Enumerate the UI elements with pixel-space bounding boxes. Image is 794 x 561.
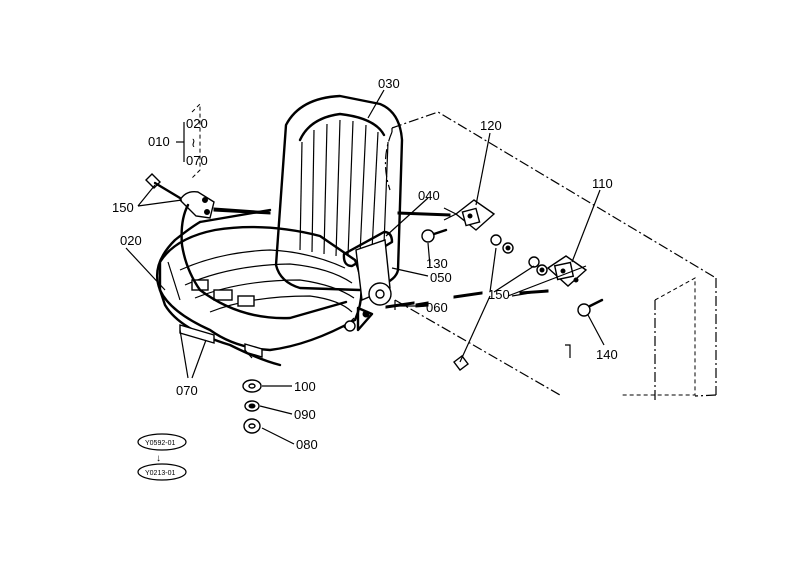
- label-070-group: 070: [186, 153, 208, 168]
- bracket-110: [546, 255, 588, 287]
- seat-belt: [179, 190, 348, 320]
- serial-arrow: ↓: [156, 453, 161, 464]
- label-070: 070: [176, 383, 198, 398]
- bolt-130: [421, 228, 448, 243]
- label-120: 120: [480, 118, 502, 133]
- label-020: 020: [120, 233, 142, 248]
- bolt-150-left: [145, 173, 182, 200]
- label-080: 080: [296, 437, 318, 452]
- serial-from: Y0592-01: [145, 440, 175, 447]
- bolt-140: [577, 298, 604, 317]
- recliner-mechanism: [343, 239, 392, 332]
- armrest: [342, 230, 394, 268]
- label-150-left: 150: [112, 200, 134, 215]
- seat-back: [274, 94, 404, 292]
- label-090: 090: [294, 407, 316, 422]
- serial-to: Y0213-01: [145, 470, 175, 477]
- label-range-symbol: ≀: [191, 135, 196, 150]
- label-060: 060: [426, 300, 448, 315]
- bracket-120: [397, 199, 496, 231]
- label-050: 050: [430, 270, 452, 285]
- serial-applicability: Y0592-01 ↓ Y0213-01: [137, 433, 187, 481]
- group-010-bracket: [176, 102, 201, 179]
- label-130: 130: [426, 256, 448, 271]
- label-040: 040: [418, 188, 440, 203]
- label-150-center: 150: [488, 287, 510, 302]
- label-020-group: 020: [186, 116, 208, 131]
- label-110: 110: [592, 176, 613, 191]
- label-010: 010: [148, 134, 170, 149]
- serial-from-oval: [137, 433, 187, 451]
- label-140: 140: [596, 347, 618, 362]
- leader-lines: [125, 89, 605, 445]
- bolt-bottom: [453, 355, 469, 371]
- label-100: 100: [294, 379, 316, 394]
- serial-to-oval: [137, 463, 187, 481]
- seat-cushion: [155, 208, 363, 367]
- hardware-stack: [242, 379, 262, 434]
- mounting-panel: [384, 111, 717, 400]
- label-030: 030: [378, 76, 400, 91]
